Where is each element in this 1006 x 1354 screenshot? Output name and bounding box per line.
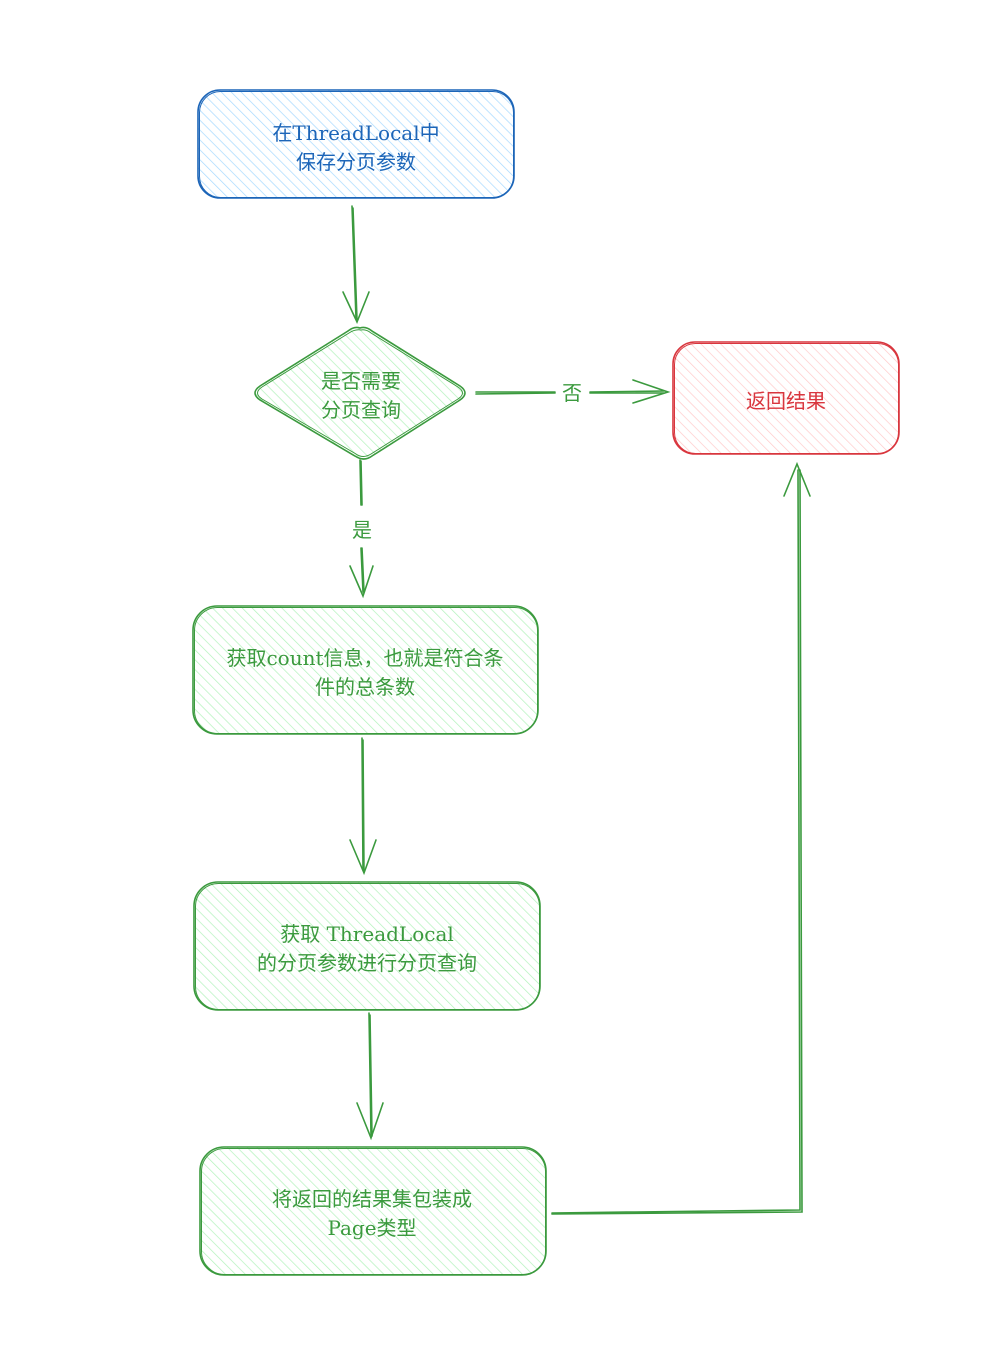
node-get-count[interactable]: 获取count信息，也就是符合条 件的总条数 <box>192 605 539 735</box>
node-save-params-line2: 保存分页参数 <box>296 150 416 174</box>
node-need-paging-line2: 分页查询 <box>321 398 401 422</box>
node-do-paging-line1: 获取 ThreadLocal <box>280 922 454 946</box>
node-need-paging[interactable]: 是否需要 分页查询 <box>254 326 466 460</box>
node-get-count-line1: 获取count信息，也就是符合条 <box>226 646 503 670</box>
node-save-params-line1: 在ThreadLocal中 <box>272 121 439 145</box>
node-get-count-line2: 件的总条数 <box>315 675 415 699</box>
edge-label-yes: 是 <box>352 518 372 542</box>
edge-label-no: 否 <box>562 381 582 405</box>
node-return-result-label: 返回结果 <box>746 389 826 413</box>
node-do-paging-line2: 的分页参数进行分页查询 <box>257 951 477 975</box>
node-need-paging-line1: 是否需要 <box>321 369 401 393</box>
edge-count-to-paging <box>349 737 377 876</box>
node-save-params[interactable]: 在ThreadLocal中 保存分页参数 <box>197 89 515 199</box>
edge-paging-to-wrap <box>356 1012 384 1141</box>
node-wrap-page[interactable]: 将返回的结果集包装成 Page类型 <box>199 1146 547 1276</box>
node-wrap-page-line1: 将返回的结果集包装成 <box>272 1187 472 1211</box>
edge-save-to-decision <box>342 205 370 325</box>
node-do-paging[interactable]: 获取 ThreadLocal 的分页参数进行分页查询 <box>193 881 541 1011</box>
node-wrap-page-line2: Page类型 <box>327 1216 416 1240</box>
edge-wrap-to-return <box>551 461 811 1215</box>
edge-decision-no <box>475 379 671 404</box>
node-return-result[interactable]: 返回结果 <box>672 341 900 455</box>
edge-decision-yes <box>349 459 374 599</box>
